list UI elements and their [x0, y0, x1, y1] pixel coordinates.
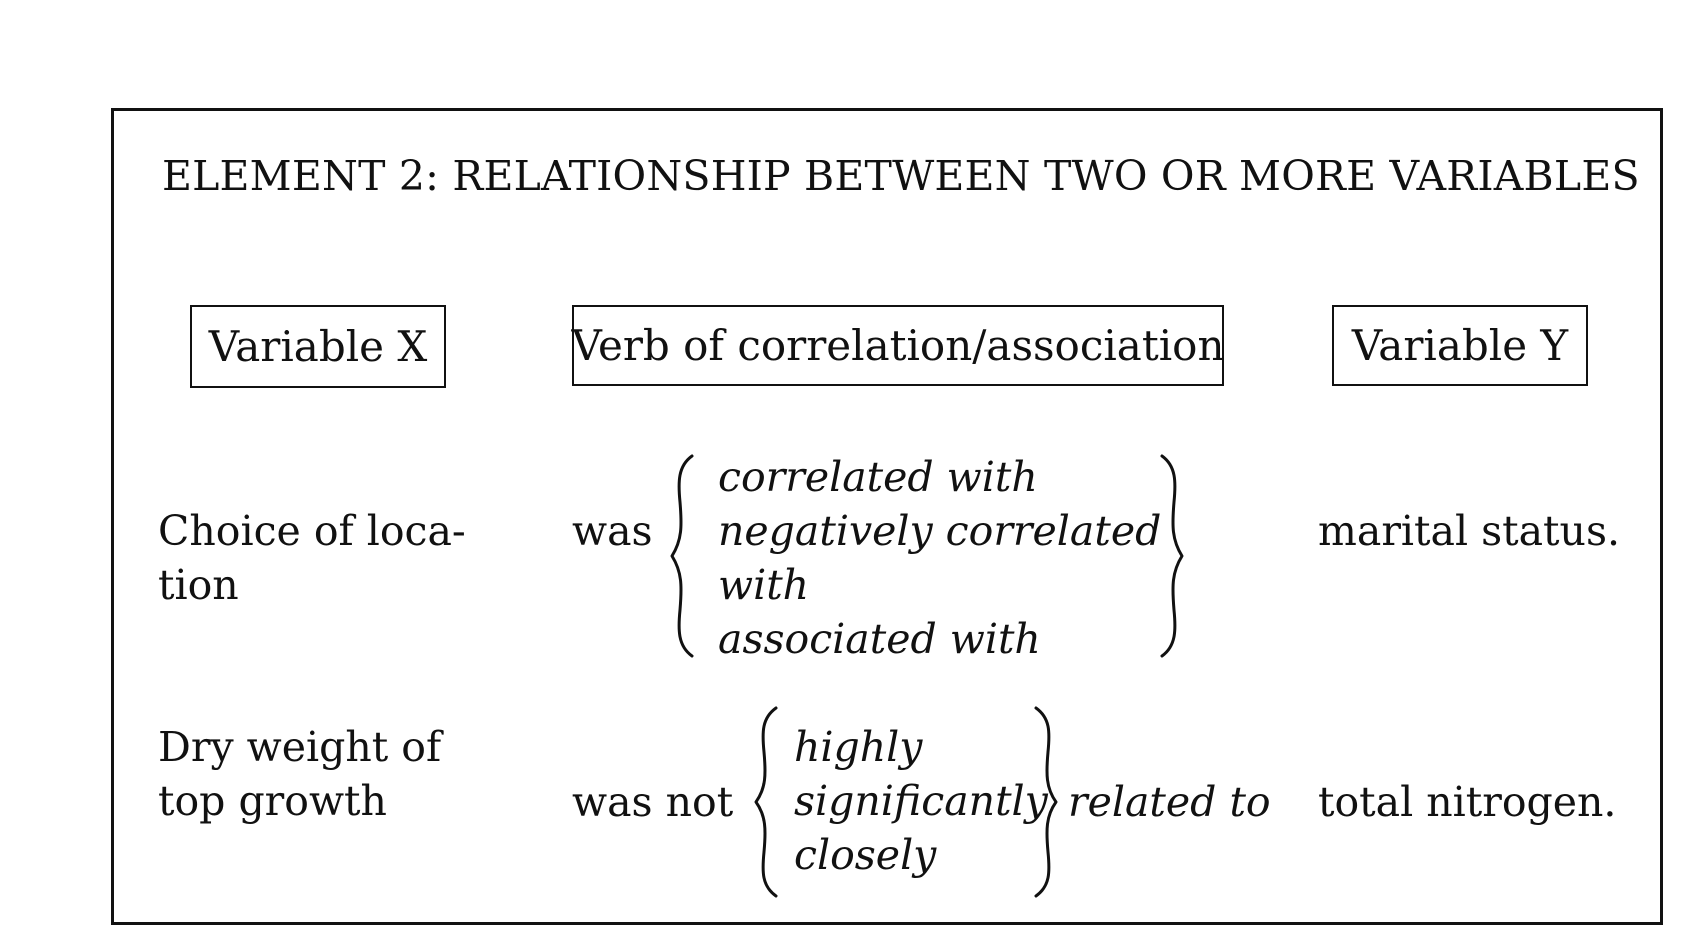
row2-option-1: highly — [794, 723, 923, 771]
row1-options: correlated with negatively correlated wi… — [718, 450, 1161, 666]
header-variable-x: Variable X — [190, 305, 446, 388]
row2-variable-y: total nitrogen. — [1318, 778, 1617, 826]
row2-variable-x-line1: Dry weight of — [158, 723, 442, 771]
row1-option-4: associated with — [718, 615, 1041, 663]
row1-option-2: negatively correlated — [718, 507, 1162, 555]
row1-variable-x-line2: tion — [158, 561, 239, 609]
row2-variable-x-line2: top growth — [158, 777, 387, 825]
row2-right-brace — [1034, 706, 1058, 898]
row2-left-brace — [754, 706, 778, 898]
header-verb: Verb of correlation/association — [571, 305, 1225, 386]
row1-variable-x: Choice of loca- tion — [158, 504, 466, 612]
header-variable-x-label: Variable X — [208, 322, 428, 371]
row2-verb-tail: related to — [1068, 778, 1271, 826]
row1-verb-lead: was — [572, 507, 653, 555]
header-variable-y-label: Variable Y — [1351, 321, 1569, 370]
page-title: ELEMENT 2: RELATIONSHIP BETWEEN TWO OR M… — [162, 152, 1640, 200]
element-frame — [111, 108, 1663, 925]
row1-variable-y: marital status. — [1318, 507, 1621, 555]
row1-option-3: with — [718, 561, 810, 609]
row1-option-1: correlated with — [718, 453, 1038, 501]
row1-left-brace — [670, 454, 694, 658]
row2-option-2: significantly — [794, 777, 1048, 825]
row2-variable-x: Dry weight of top growth — [158, 720, 441, 828]
row2-verb-lead: was not — [572, 778, 734, 826]
row2-options: highly significantly closely — [794, 720, 1048, 882]
row2-option-3: closely — [794, 831, 937, 879]
header-variable-y: Variable Y — [1332, 305, 1588, 386]
row1-variable-x-line1: Choice of loca- — [158, 507, 466, 555]
header-verb-label: Verb of correlation/association — [571, 321, 1225, 370]
row1-right-brace — [1160, 454, 1184, 658]
